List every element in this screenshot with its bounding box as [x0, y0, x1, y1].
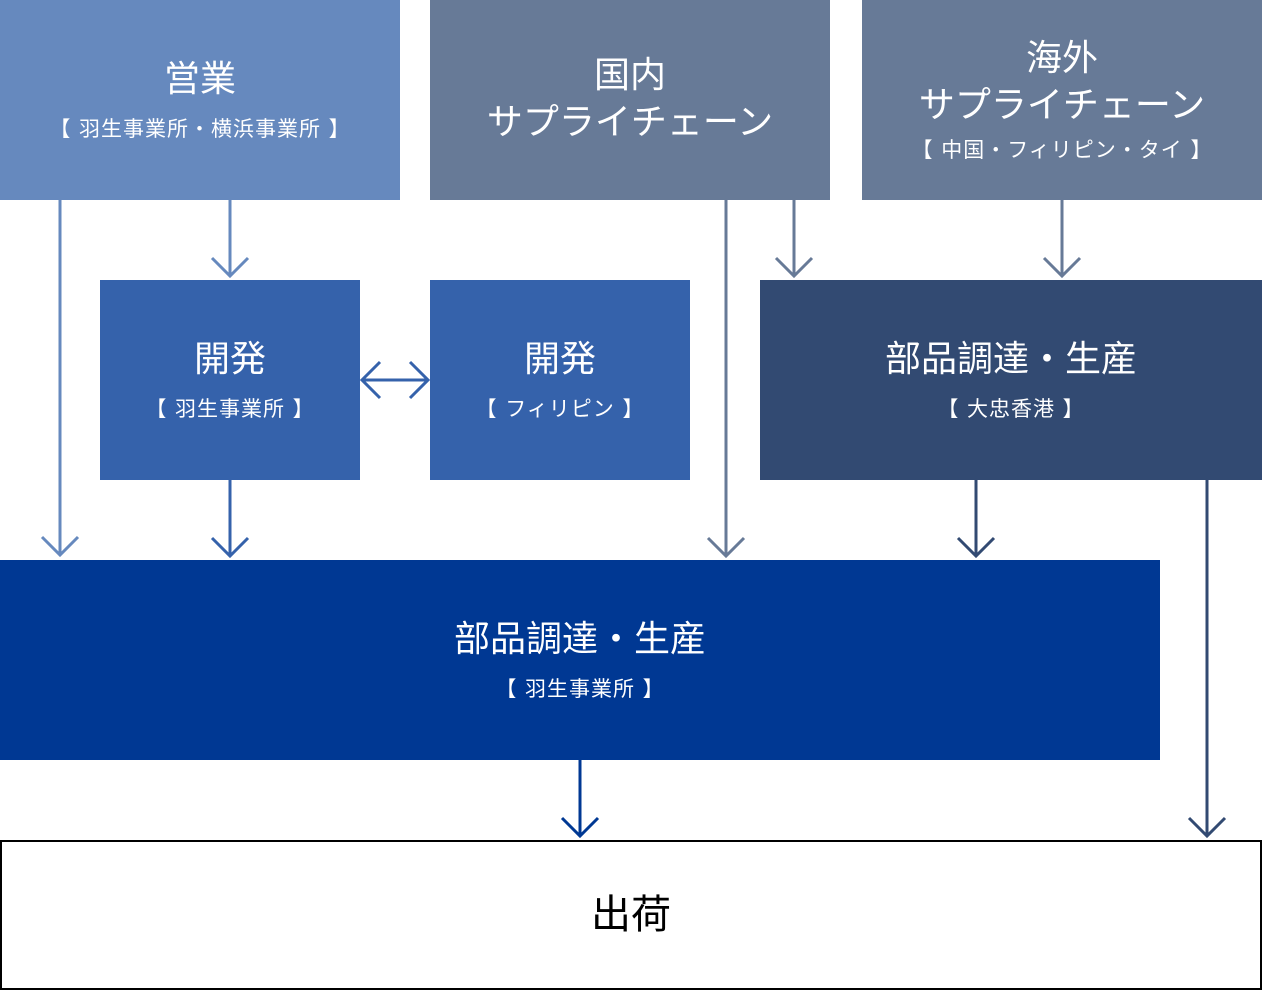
node-dev-hanyu-title: 開発	[193, 338, 266, 380]
node-dev-ph-location: 【 フィリピン 】	[475, 397, 645, 422]
node-development-hanyu: 開発 【 羽生事業所 】	[100, 280, 360, 480]
arrow-development-bidirectional	[359, 360, 431, 400]
node-prod-dachu-title: 部品調達・生産	[884, 338, 1137, 380]
arrow-production-dachu-to-production-hanyu	[956, 480, 996, 559]
node-prod-dachu-location: 【 大忠香港 】	[937, 397, 1085, 422]
node-prod-hanyu-location: 【 羽生事業所 】	[495, 677, 665, 702]
node-sales-location: 【 羽生事業所・横浜事業所 】	[49, 117, 351, 142]
arrow-domestic-to-production-dachu	[774, 200, 814, 279]
node-production-hanyu: 部品調達・生産 【 羽生事業所 】	[0, 560, 1160, 760]
node-sales-title: 営業	[163, 58, 236, 100]
node-overseas-supply-chain: 海外 サプライチェーン 【 中国・フィリピン・タイ 】	[862, 0, 1262, 200]
node-production-dachu-hongkong: 部品調達・生産 【 大忠香港 】	[760, 280, 1262, 480]
node-overseas-location: 【 中国・フィリピン・タイ 】	[911, 137, 1213, 162]
node-dev-hanyu-location: 【 羽生事業所 】	[145, 397, 315, 422]
node-domestic-supply-chain: 国内 サプライチェーン	[430, 0, 830, 200]
node-domestic-title-line2: サプライチェーン	[486, 102, 774, 143]
node-dev-ph-title: 開発	[523, 338, 596, 380]
node-sales: 営業 【 羽生事業所・横浜事業所 】	[0, 0, 400, 200]
arrow-domestic-to-production-hanyu	[706, 200, 746, 559]
node-overseas-title-line1: 海外	[1025, 38, 1098, 80]
node-overseas-title-line2: サプライチェーン	[918, 85, 1206, 126]
arrow-overseas-to-production-dachu	[1042, 200, 1082, 279]
node-development-philippines: 開発 【 フィリピン 】	[430, 280, 690, 480]
node-shipping: 出荷	[0, 840, 1262, 990]
node-shipping-title: 出荷	[591, 892, 671, 938]
node-domestic-title-line1: 国内	[593, 55, 666, 97]
arrow-production-dachu-to-shipping	[1187, 480, 1227, 839]
arrow-sales-to-development-hanyu	[210, 200, 250, 279]
arrow-production-hanyu-to-shipping	[560, 760, 600, 839]
arrow-sales-to-production-hanyu	[40, 200, 80, 558]
arrow-development-to-production-hanyu	[210, 480, 250, 559]
node-prod-hanyu-title: 部品調達・生産	[453, 618, 706, 660]
